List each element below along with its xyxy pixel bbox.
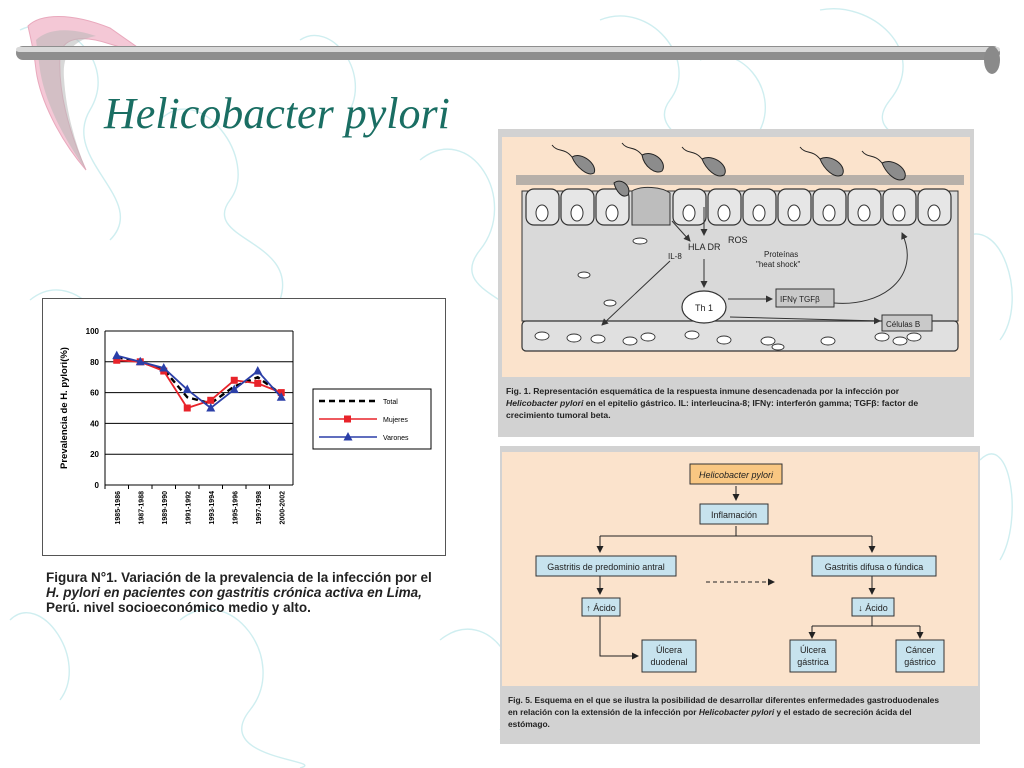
chart-caption: Figura N°1. Variación de la prevalencia … <box>46 570 446 615</box>
fig1-label-ifn: IFNγ TGFβ <box>780 295 820 304</box>
legend-marker-mujeres <box>344 415 351 423</box>
fig1-illustration: ROS HLA DR IL-8 Proteínas "heat shock" T… <box>502 137 970 377</box>
legend-label-mujeres: Mujeres <box>383 417 408 424</box>
x-tick-label: 1995-1996 <box>232 491 239 525</box>
fig1-label-heatshock: "heat shock" <box>756 260 801 269</box>
fig1-label-hla: HLA DR <box>688 242 721 252</box>
fig5-caption-line-2c: y el estado de secreción ácida del <box>774 707 912 717</box>
fig5-caption-line-1: Fig. 5. Esquema en el que se ilustra la … <box>508 695 939 705</box>
fig5-flowchart-area: Helicobacter pylori Inflamación Gastriti… <box>502 452 978 686</box>
slide-title: Helicobacter pylori <box>104 89 450 138</box>
node-ulcera-gastrica-2: gástrica <box>797 657 829 667</box>
data-point-varones <box>159 362 169 372</box>
fig1-caption: Fig. 1. Representación esquemática de la… <box>506 385 968 421</box>
node-inflamacion: Inflamación <box>711 510 757 520</box>
x-tick-label: 1987-1988 <box>138 491 145 525</box>
node-gastritis-antral: Gastritis de predominio antral <box>547 562 665 572</box>
fig1-label-il8: IL-8 <box>668 252 682 261</box>
data-point-mujeres <box>230 376 238 384</box>
node-acido-down: ↓ Ácido <box>858 603 888 613</box>
fig5-caption-line-2: en relación con la extensión de la infec… <box>508 706 976 718</box>
y-tick-label: 80 <box>90 358 99 367</box>
fig1-caption-species: Helicobacter pylori <box>506 398 584 408</box>
fig1-label-ros: ROS <box>728 235 748 245</box>
fig1-caption-line-3: crecimiento tumoral beta. <box>506 410 611 420</box>
node-ulcera-gastrica-1: Úlcera <box>800 645 826 655</box>
fig1-label-proteins: Proteínas <box>764 250 798 259</box>
y-axis-label: Prevalencia de H. pylori(%) <box>59 347 70 469</box>
x-tick-label: 1991-1992 <box>185 491 192 525</box>
y-tick-label: 0 <box>95 481 100 490</box>
data-point-varones <box>182 384 192 394</box>
legend-label-total: Total <box>383 399 398 406</box>
node-acido-up: ↑ Ácido <box>586 603 616 613</box>
node-cancer-2: gástrico <box>904 657 936 667</box>
fig5-caption-line-2a: en relación con la extensión de la infec… <box>508 707 699 717</box>
data-point-varones <box>135 356 145 366</box>
x-tick-label: 1985-1986 <box>115 491 122 525</box>
x-tick-label: 1989-1990 <box>162 491 169 525</box>
fig5-caption-species: Helicobacter pylori <box>698 707 775 717</box>
fig1-panel: ROS HLA DR IL-8 Proteínas "heat shock" T… <box>498 129 974 437</box>
fig5-caption: Fig. 5. Esquema en el que se ilustra la … <box>508 694 976 730</box>
node-cancer-1: Cáncer <box>905 645 934 655</box>
immune-response-diagram: ROS HLA DR IL-8 Proteínas "heat shock" T… <box>516 142 964 352</box>
data-point-mujeres <box>254 379 262 387</box>
data-point-mujeres <box>113 356 121 364</box>
data-point-varones <box>206 403 216 412</box>
chart-caption-line-3: Perú. nivel socioeconómico medio y alto. <box>46 600 311 615</box>
fig1-label-cells: Células B <box>886 320 920 329</box>
chart-caption-line-2: H. pylori en pacientes con gastritis cró… <box>46 585 422 600</box>
node-ulcera-duodenal-1: Úlcera <box>656 645 682 655</box>
y-tick-label: 20 <box>90 450 99 459</box>
data-point-varones <box>229 384 239 394</box>
node-gastritis-difusa: Gastritis difusa o fúndica <box>825 562 924 572</box>
x-tick-label: 1997-1998 <box>256 491 263 525</box>
data-point-varones <box>276 392 286 401</box>
y-tick-label: 100 <box>86 327 100 336</box>
fig1-caption-line-2-rest: en el epitelio gástrico. IL: interleucin… <box>583 398 919 408</box>
fig5-panel: Helicobacter pylori Inflamación Gastriti… <box>500 446 980 744</box>
chart-caption-line-1: Figura N°1. Variación de la prevalencia … <box>46 570 432 585</box>
x-tick-label: 2000-2002 <box>279 491 286 525</box>
fig1-label-th1: Th 1 <box>695 303 713 313</box>
data-point-mujeres <box>207 396 215 404</box>
y-tick-label: 40 <box>90 419 99 428</box>
node-ulcera-duodenal-2: duodenal <box>650 657 687 667</box>
data-point-varones <box>253 366 263 375</box>
x-tick-label: 1993-1994 <box>209 491 216 525</box>
disease-flowchart: Helicobacter pylori Inflamación Gastriti… <box>535 463 945 673</box>
y-tick-label: 60 <box>90 389 99 398</box>
data-point-mujeres <box>183 404 191 412</box>
node-helicobacter: Helicobacter pylori <box>699 470 774 480</box>
legend-marker-varones <box>343 432 353 441</box>
fig1-caption-line-1: Fig. 1. Representación esquemática de la… <box>506 386 900 396</box>
fig1-caption-line-2: Helicobacter pylori en el epitelio gástr… <box>506 397 968 409</box>
fig5-caption-line-3: estómago. <box>508 719 550 729</box>
data-point-varones <box>112 350 122 360</box>
legend-label-varones: Varones <box>383 435 409 442</box>
